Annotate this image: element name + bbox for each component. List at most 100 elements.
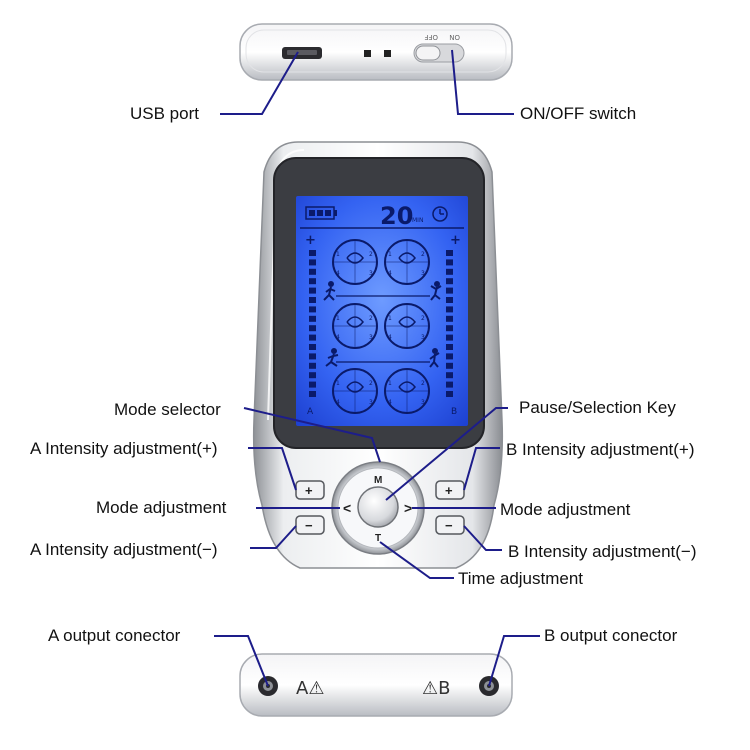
intensity-segment bbox=[446, 268, 453, 275]
mode-number: 2 bbox=[369, 315, 373, 322]
b-minus-button[interactable]: − bbox=[435, 515, 465, 535]
intensity-segment bbox=[446, 362, 453, 369]
dancer-icon bbox=[430, 281, 442, 301]
control-panel: M T < > + − + − bbox=[295, 461, 465, 555]
callout-usb bbox=[220, 51, 299, 115]
timer-value: 20 bbox=[380, 202, 413, 230]
intensity-segment bbox=[309, 278, 316, 285]
intensity-segment bbox=[309, 372, 316, 379]
battery-icon bbox=[305, 206, 337, 220]
mode-number: 3 bbox=[421, 270, 425, 277]
channel-b-plus: + bbox=[450, 233, 461, 248]
mode-right-key[interactable]: > bbox=[404, 500, 412, 516]
intensity-segment bbox=[446, 372, 453, 379]
callout-pause bbox=[385, 407, 508, 501]
mode-number: 3 bbox=[369, 399, 373, 406]
intensity-segment bbox=[309, 334, 316, 341]
intensity-segment bbox=[309, 325, 316, 332]
a-minus-button[interactable]: − bbox=[295, 515, 325, 535]
switch-off-label: OFF bbox=[424, 33, 438, 41]
intensity-segment bbox=[446, 278, 453, 285]
label-on-off-switch: ON/OFF switch bbox=[520, 104, 637, 123]
channel-a-plus: + bbox=[305, 233, 316, 248]
channel-b-letter: B bbox=[451, 407, 457, 417]
on-off-switch[interactable]: OFF ON bbox=[413, 33, 465, 63]
mode-number: 1 bbox=[336, 315, 340, 322]
switch-on-label: ON bbox=[449, 33, 460, 41]
a-plus-button[interactable]: + bbox=[295, 480, 325, 500]
intensity-segment bbox=[446, 344, 453, 350]
walker-icon bbox=[429, 348, 440, 368]
intensity-segment bbox=[446, 325, 453, 332]
bottom-edge: A⚠ ⚠B bbox=[239, 653, 513, 717]
label-mode-adjustment-left: Mode adjustment bbox=[96, 498, 227, 517]
mode-number: 4 bbox=[388, 334, 392, 341]
intensity-segment bbox=[309, 259, 316, 266]
intensity-segment bbox=[446, 391, 453, 397]
intensity-segment bbox=[446, 353, 453, 360]
mode-number: 3 bbox=[369, 334, 373, 341]
mode-circle-icon: 1 2 3 4 bbox=[332, 303, 378, 349]
label-a-intensity-plus: A Intensity adjustment(+) bbox=[30, 439, 218, 458]
mode-number: 2 bbox=[369, 251, 373, 258]
intensity-segment bbox=[446, 259, 453, 266]
mode-number: 3 bbox=[421, 334, 425, 341]
intensity-segment bbox=[446, 287, 453, 294]
mode-number: 1 bbox=[336, 251, 340, 258]
label-usb-port: USB port bbox=[130, 104, 199, 123]
timer-unit: MIN bbox=[412, 217, 423, 224]
intensity-segment bbox=[446, 297, 453, 303]
intensity-segment bbox=[446, 306, 453, 313]
label-b-intensity-minus: B Intensity adjustment(−) bbox=[508, 542, 697, 561]
mode-left-key[interactable]: < bbox=[343, 500, 351, 516]
intensity-segment bbox=[309, 391, 316, 397]
intensity-segment bbox=[309, 306, 316, 313]
mode-number: 1 bbox=[336, 380, 340, 387]
mode-number: 2 bbox=[421, 380, 425, 387]
mode-number: 4 bbox=[388, 399, 392, 406]
intensity-segment bbox=[309, 250, 316, 256]
clock-icon bbox=[432, 206, 448, 222]
intensity-segment bbox=[309, 315, 316, 322]
intensity-segment bbox=[309, 297, 316, 303]
channel-a-letter: A bbox=[307, 407, 314, 417]
a-plus-label: + bbox=[305, 483, 313, 498]
intensity-segment bbox=[309, 287, 316, 294]
intensity-segment bbox=[446, 250, 453, 256]
b-minus-label: − bbox=[445, 518, 453, 533]
mode-number: 3 bbox=[421, 399, 425, 406]
a-minus-label: − bbox=[305, 518, 313, 533]
top-edge: OFF ON bbox=[239, 23, 513, 81]
channel-a-intensity-bar bbox=[309, 250, 316, 397]
intensity-segment bbox=[309, 353, 316, 360]
a-connector-mark: A⚠ bbox=[296, 678, 324, 699]
led-dot-icon bbox=[384, 50, 391, 57]
led-dot-icon bbox=[364, 50, 371, 57]
label-mode-selector: Mode selector bbox=[114, 400, 221, 419]
intensity-segment bbox=[309, 268, 316, 275]
b-connector-mark: ⚠B bbox=[422, 678, 451, 699]
callout-time bbox=[379, 541, 454, 579]
mode-number: 4 bbox=[388, 270, 392, 277]
pause-selection-key[interactable] bbox=[357, 486, 399, 528]
callout-a-output bbox=[214, 635, 269, 687]
intensity-segment bbox=[309, 362, 316, 369]
mode-number: 2 bbox=[421, 315, 425, 322]
b-plus-button[interactable]: + bbox=[435, 480, 465, 500]
mode-number: 2 bbox=[369, 380, 373, 387]
time-adjustment-key[interactable]: T bbox=[375, 533, 381, 544]
callout-b-minus bbox=[463, 525, 502, 551]
lcd-screen bbox=[296, 196, 468, 426]
mode-selector-key[interactable]: M bbox=[374, 475, 382, 486]
label-pause-selection-key: Pause/Selection Key bbox=[519, 398, 676, 417]
mode-number: 4 bbox=[336, 399, 340, 406]
mode-number: 3 bbox=[369, 270, 373, 277]
label-b-intensity-plus: B Intensity adjustment(+) bbox=[506, 440, 695, 459]
callout-b-plus bbox=[463, 447, 500, 491]
mode-number: 4 bbox=[336, 334, 340, 341]
